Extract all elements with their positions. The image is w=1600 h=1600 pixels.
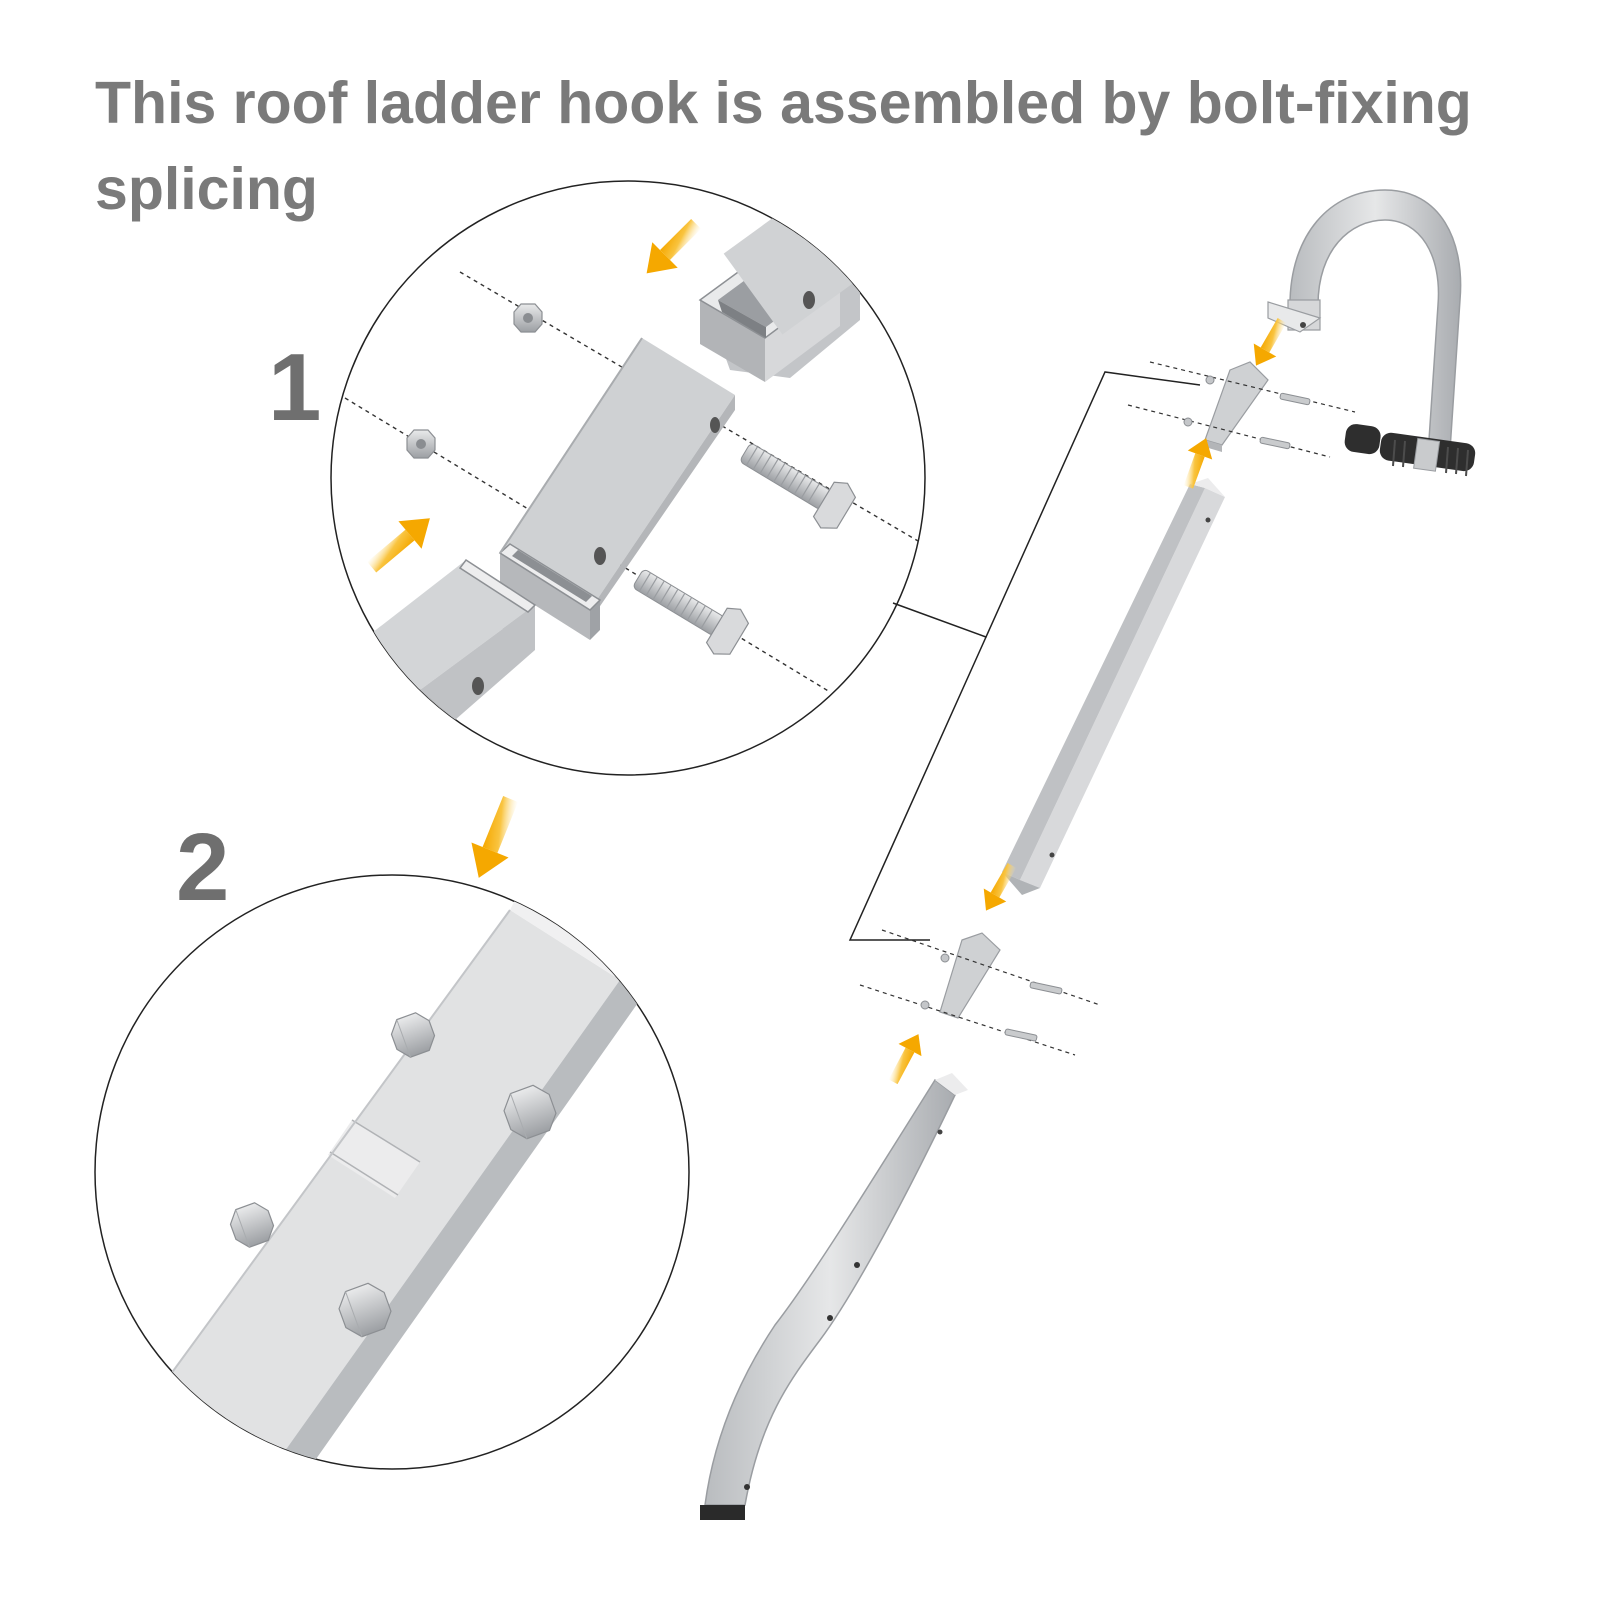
hex-nut-icon (503, 1084, 557, 1140)
bolt-icon (633, 569, 750, 655)
arrow-icon (646, 218, 702, 274)
step-number-1: 1 (268, 334, 322, 441)
lower-connector (859, 929, 1101, 1056)
detail-circle-1 (330, 180, 926, 776)
arrow-icon (367, 518, 430, 573)
step-number-2: 2 (176, 814, 230, 921)
hook-top-part (1267, 189, 1476, 477)
top-connector (1127, 361, 1356, 458)
rubber-grip (1379, 432, 1476, 477)
hex-nut-icon (229, 1202, 275, 1248)
arrow-icon (1253, 318, 1287, 366)
middle-tube (1002, 478, 1225, 895)
bolt-icon (740, 443, 857, 529)
detail-circle-2 (94, 874, 690, 1470)
arrow-icon (471, 796, 519, 878)
hex-nut-icon (406, 429, 436, 459)
ladder-hook-exploded-view (700, 189, 1476, 1520)
hex-nut-icon (390, 1012, 436, 1058)
bottom-curved-tube (700, 1073, 968, 1520)
callout-leader-line (892, 371, 1201, 638)
page-title: This roof ladder hook is assembled by bo… (95, 70, 1472, 222)
hex-nut-icon (338, 1282, 392, 1338)
arrow-icon (1183, 438, 1213, 489)
arrow-icon (888, 1034, 922, 1085)
arrow-icon (983, 863, 1017, 911)
hex-nut-icon (513, 303, 543, 333)
callout-leader-line (848, 636, 987, 941)
connector-sleeve (498, 337, 735, 640)
